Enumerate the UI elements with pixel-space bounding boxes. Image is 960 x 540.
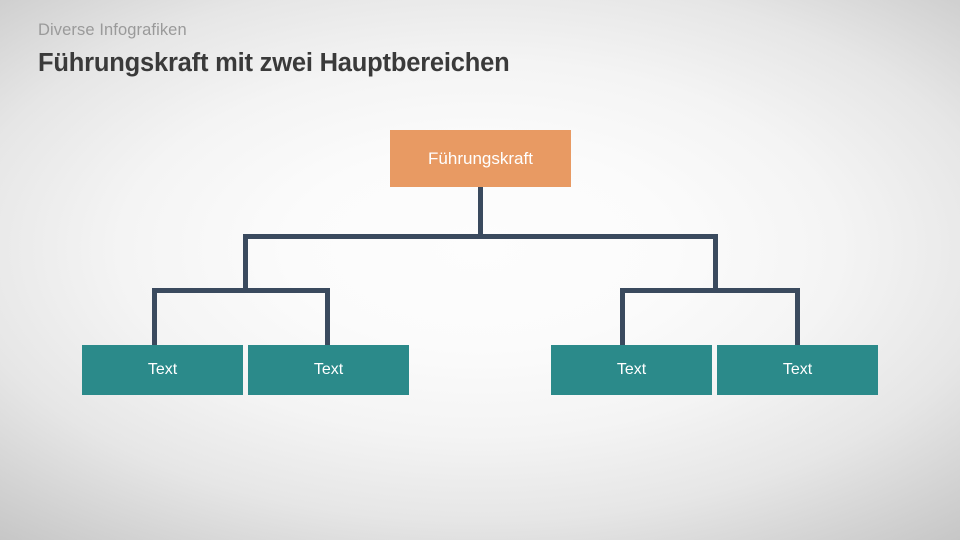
org-node-leaf-2-label: Text — [616, 361, 647, 378]
slide-header: Diverse Infografiken Führungskraft mit z… — [38, 20, 898, 78]
connector-left-sub-bar — [152, 288, 330, 293]
connector-leaf-drop-2 — [620, 288, 625, 347]
connector-right-sub-bar — [620, 288, 800, 293]
org-node-root[interactable]: Führungskraft — [390, 130, 571, 187]
org-node-leaf-3-label: Text — [782, 361, 813, 378]
connector-leaf-drop-0 — [152, 288, 157, 347]
slide-eyebrow: Diverse Infografiken — [38, 21, 187, 39]
org-node-root-label: Führungskraft — [428, 149, 533, 168]
connector-root-stem — [478, 187, 483, 239]
org-node-leaf-2[interactable]: Text — [551, 345, 712, 395]
org-node-leaf-0-label: Text — [147, 361, 178, 378]
org-node-leaf-3[interactable]: Text — [717, 345, 878, 395]
connector-leaf-drop-1 — [325, 288, 330, 347]
org-node-leaf-1[interactable]: Text — [248, 345, 409, 395]
connector-main-bar — [243, 234, 718, 239]
connector-leaf-drop-3 — [795, 288, 800, 347]
connector-left-branch-stem — [243, 234, 248, 293]
connector-right-branch-stem — [713, 234, 718, 293]
org-node-leaf-1-label: Text — [313, 361, 344, 378]
page-title: Führungskraft mit zwei Hauptbereichen — [38, 48, 510, 77]
org-node-leaf-0[interactable]: Text — [82, 345, 243, 395]
